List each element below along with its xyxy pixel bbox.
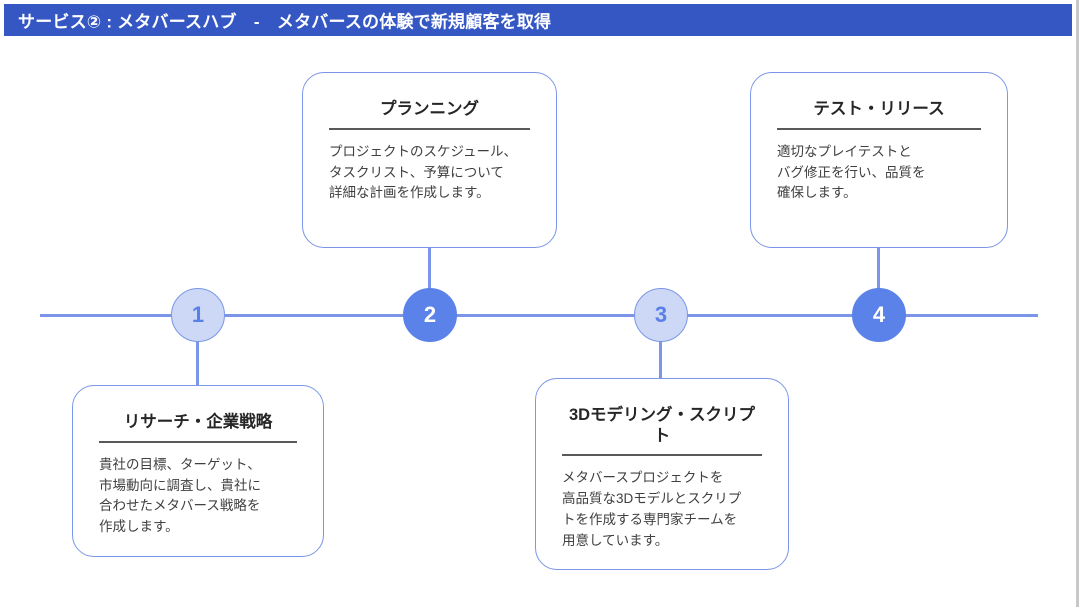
- timeline-axis: [40, 314, 1038, 317]
- step-card-3-divider: [562, 454, 762, 457]
- step-card-4[interactable]: テスト・リリース 適切なプレイテストと バグ修正を行い、品質を 確保します。: [750, 72, 1008, 248]
- header-bar: サービス② : メタバースハブ - メタバースの体験で新規顧客を取得: [4, 4, 1072, 36]
- timeline-node-4[interactable]: 4: [852, 288, 906, 342]
- timeline-node-2-number: 2: [423, 302, 437, 327]
- step-card-1[interactable]: リサーチ・企業戦略 貴社の目標、ターゲット、 市場動向に調査し、貴社に 合わせた…: [72, 385, 324, 557]
- connector-line-2: [428, 246, 431, 291]
- timeline-node-1-number: 1: [191, 302, 205, 327]
- step-card-3-body: メタバースプロジェクトを 高品質な3Dモデルとスクリプ トを作成する専門家チーム…: [562, 470, 742, 549]
- step-card-2-title: プランニング: [380, 100, 479, 118]
- step-card-1-title: リサーチ・企業戦略: [123, 413, 273, 431]
- step-card-4-divider: [777, 127, 981, 130]
- timeline-node-4-number: 4: [872, 302, 886, 327]
- step-card-3-content: 3Dモデリング・スクリプト メタバースプロジェクトを 高品質な3Dモデルとスクリ…: [562, 405, 762, 552]
- step-card-4-content: テスト・リリース 適切なプレイテストと バグ修正を行い、品質を 確保します。: [777, 99, 981, 204]
- timeline-node-3-number: 3: [654, 302, 668, 327]
- step-card-4-title: テスト・リリース: [813, 100, 945, 118]
- page-title: サービス② : メタバースハブ - メタバースの体験で新規顧客を取得: [18, 12, 552, 32]
- connector-line-1: [196, 340, 199, 386]
- connector-line-4: [877, 246, 880, 291]
- timeline-node-2[interactable]: 2: [403, 288, 457, 342]
- step-card-1-divider: [99, 440, 297, 443]
- step-card-3[interactable]: 3Dモデリング・スクリプト メタバースプロジェクトを 高品質な3Dモデルとスクリ…: [535, 378, 789, 570]
- step-card-2-divider: [329, 127, 530, 130]
- step-card-3-title: 3Dモデリング・スクリプト: [568, 406, 756, 445]
- timeline-node-1[interactable]: 1: [171, 288, 225, 342]
- connector-line-3: [659, 340, 662, 380]
- step-card-1-content: リサーチ・企業戦略 貴社の目標、ターゲット、 市場動向に調査し、貴社に 合わせた…: [99, 412, 297, 538]
- page-edge-border: [1076, 0, 1079, 607]
- step-card-2-content: プランニング プロジェクトのスケジュール、 タスクリスト、予算について 詳細な計…: [329, 99, 530, 204]
- step-card-1-body: 貴社の目標、ターゲット、 市場動向に調査し、貴社に 合わせたメタバース戦略を 作…: [99, 456, 261, 535]
- step-card-4-body: 適切なプレイテストと バグ修正を行い、品質を 確保します。: [777, 143, 926, 201]
- timeline-node-3[interactable]: 3: [634, 288, 688, 342]
- step-card-2-body: プロジェクトのスケジュール、 タスクリスト、予算について 詳細な計画を作成します…: [329, 143, 518, 201]
- step-card-2[interactable]: プランニング プロジェクトのスケジュール、 タスクリスト、予算について 詳細な計…: [302, 72, 557, 248]
